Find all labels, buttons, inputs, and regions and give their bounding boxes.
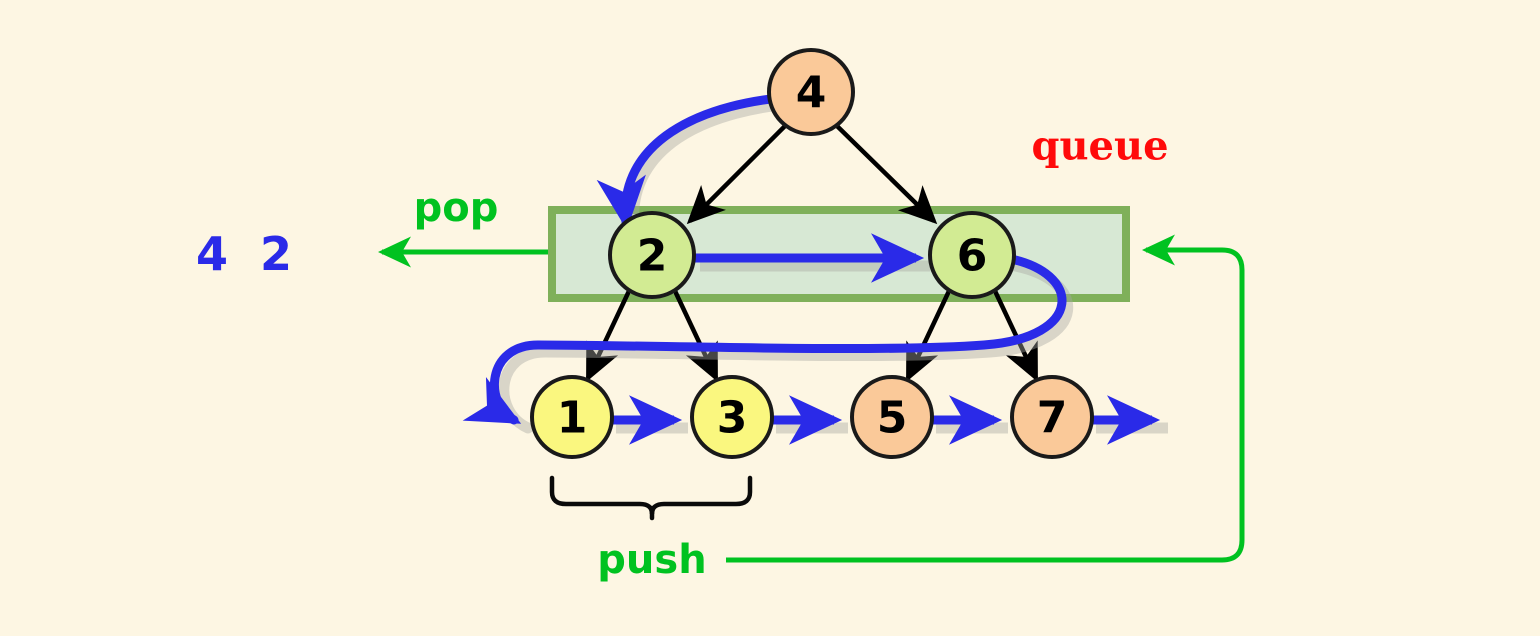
node-5-circle[interactable] <box>850 375 934 459</box>
node-2-circle[interactable] <box>608 211 696 299</box>
traversal-path <box>462 91 1161 445</box>
node-5[interactable]: 5 <box>850 375 934 459</box>
node-6[interactable]: 6 <box>928 211 1016 299</box>
node-1-circle[interactable] <box>530 375 614 459</box>
edge-2-to-3 <box>672 290 719 383</box>
edge-4-to-6 <box>834 123 938 225</box>
tree-edges <box>585 123 1039 383</box>
queue-label: queue <box>1031 123 1168 170</box>
node-1[interactable]: 1 <box>530 375 614 459</box>
node-7-circle[interactable] <box>1010 375 1094 459</box>
traversal-4-to-2 <box>596 91 813 231</box>
node-2[interactable]: 2 <box>608 211 696 299</box>
node-1-label: 1 <box>557 393 588 444</box>
edge-4-to-2 <box>686 123 788 225</box>
node-3[interactable]: 3 <box>690 375 774 459</box>
node-4-circle[interactable] <box>767 48 855 136</box>
edge-6-to-5 <box>905 290 952 383</box>
node-2-label: 2 <box>637 231 668 282</box>
node-6-label: 6 <box>957 231 988 282</box>
traversal-6-to-1 <box>462 253 1067 425</box>
edge-2-to-1 <box>585 290 632 383</box>
node-3-label: 3 <box>717 393 748 444</box>
node-7[interactable]: 7 <box>1010 375 1094 459</box>
node-3-circle[interactable] <box>690 375 774 459</box>
edge-6-to-7 <box>992 290 1039 383</box>
node-5-label: 5 <box>877 393 908 444</box>
node-6-circle[interactable] <box>928 211 1016 299</box>
pop-label: pop <box>414 185 499 231</box>
popped-values: 4 2 <box>196 227 300 281</box>
push-label: push <box>597 537 706 583</box>
push-connector <box>726 234 1245 563</box>
node-4-label: 4 <box>796 68 827 119</box>
push-connector-path <box>726 234 1245 563</box>
node-4[interactable]: 4 <box>767 48 855 136</box>
tree-nodes: 4 2 6 1 3 5 <box>530 48 1094 459</box>
node-7-label: 7 <box>1037 393 1068 444</box>
push-bracket <box>549 475 753 521</box>
